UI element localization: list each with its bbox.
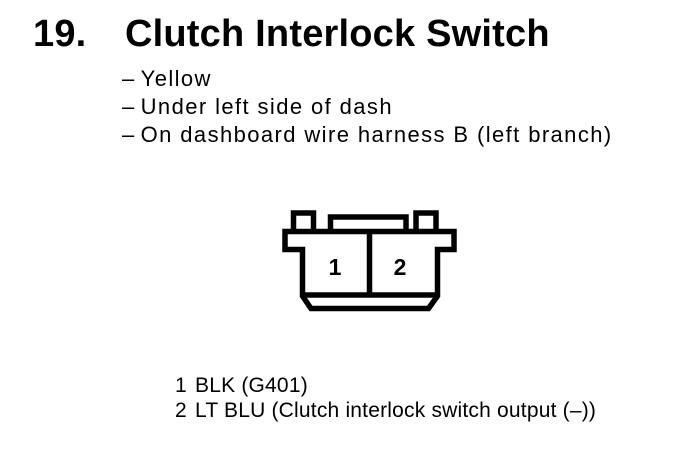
page-title: Clutch Interlock Switch — [125, 13, 550, 55]
detail-color: Yellow — [140, 66, 212, 91]
section-heading: 19. Clutch Interlock Switch — [33, 12, 550, 56]
pin-legend: 1 BLK (G401) 2 LT BLU (Clutch interlock … — [175, 373, 596, 424]
connector-body-outline — [282, 228, 457, 312]
detail-harness: On dashboard wire harness B (left branch… — [140, 122, 613, 147]
legend-pin-label: LT BLU (Clutch interlock switch output (… — [195, 399, 597, 423]
bullet-dash: – — [122, 66, 136, 91]
bullet-dash: – — [122, 122, 136, 147]
connector-details-list: – Yellow – Under left side of dash – On … — [122, 65, 613, 149]
detail-location: Under left side of dash — [140, 94, 393, 119]
connector-tab-center — [327, 214, 409, 231]
bullet-dash: – — [122, 94, 136, 119]
connector-tab-right — [413, 210, 439, 231]
list-item: – Under left side of dash — [122, 93, 613, 121]
connector-pin-2-number: 2 — [394, 254, 407, 280]
legend-pin-label: BLK (G401) — [195, 374, 308, 397]
legend-row-pin-1: 1 BLK (G401) — [175, 373, 596, 398]
legend-pin-number: 1 — [175, 374, 187, 397]
connector-diagram: 1 2 — [282, 210, 457, 312]
list-item: – Yellow — [122, 65, 613, 93]
legend-row-pin-2: 2 LT BLU (Clutch interlock switch output… — [175, 398, 596, 423]
section-number: 19. — [33, 13, 87, 55]
legend-pin-number: 2 — [175, 399, 187, 423]
list-item: – On dashboard wire harness B (left bran… — [122, 121, 613, 149]
connector-tab-left — [290, 210, 317, 231]
connector-pin-1-number: 1 — [329, 254, 342, 280]
